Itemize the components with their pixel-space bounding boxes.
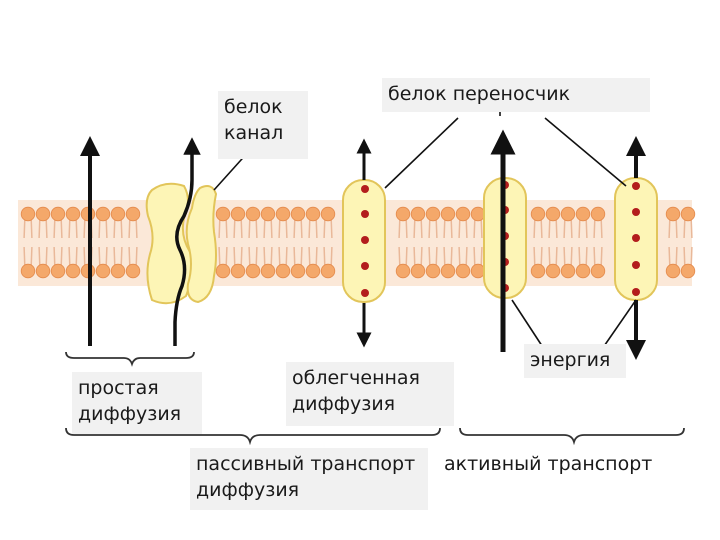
lipid-head xyxy=(545,263,561,279)
lipid-head xyxy=(125,206,141,222)
lipid-head xyxy=(455,206,471,222)
lipid-head xyxy=(665,206,681,222)
carrier-protein-label: белок переносчик xyxy=(382,78,650,112)
molecules xyxy=(361,181,640,297)
lipid-head xyxy=(230,263,246,279)
lipid-head xyxy=(560,206,576,222)
lipid-head xyxy=(395,206,411,222)
simple-diffusion-label: простая диффузия xyxy=(72,372,202,434)
passive-transport-label: пассивный транспорт диффузия xyxy=(190,448,428,510)
lipid-head xyxy=(560,263,576,279)
lipid-head xyxy=(305,263,321,279)
pointer-lines xyxy=(213,106,637,353)
lipid-head xyxy=(575,263,591,279)
energy-label: энергия xyxy=(524,344,626,378)
lipid-head xyxy=(440,263,456,279)
lipid-head xyxy=(530,206,546,222)
lipid-head xyxy=(260,206,276,222)
lipid-head xyxy=(290,263,306,279)
lipid-head xyxy=(245,206,261,222)
channel-protein-left-half xyxy=(145,182,194,305)
channel-protein-right-half xyxy=(185,185,218,304)
lipid-head xyxy=(50,263,66,279)
lipid-head xyxy=(545,206,561,222)
braces xyxy=(65,351,685,446)
lipid-head xyxy=(395,263,411,279)
lipid-head xyxy=(665,263,681,279)
lipid-head xyxy=(680,263,696,279)
lipid-head xyxy=(305,206,321,222)
brace-passive-transport xyxy=(65,427,441,446)
lipid-head xyxy=(50,206,66,222)
brace-simple-diffusion xyxy=(65,351,195,367)
lipid-head xyxy=(275,263,291,279)
lipid-head xyxy=(245,263,261,279)
lipid-head xyxy=(230,206,246,222)
lipid-head xyxy=(680,206,696,222)
lipid-head xyxy=(215,206,231,222)
lipid-head xyxy=(320,263,336,279)
lipid-head xyxy=(455,263,471,279)
lipid-head xyxy=(320,206,336,222)
lipid-head xyxy=(65,263,81,279)
brace-active-transport xyxy=(459,427,685,446)
lipid-head xyxy=(275,206,291,222)
lipid-head xyxy=(470,263,486,279)
lipid-head xyxy=(290,206,306,222)
lipid-head xyxy=(110,206,126,222)
channel-path-arrow xyxy=(173,137,201,346)
lipid-head xyxy=(440,206,456,222)
lipid-head xyxy=(410,206,426,222)
channel-protein xyxy=(145,182,218,305)
lipid-head xyxy=(425,263,441,279)
lipid-head xyxy=(65,206,81,222)
lipid-head xyxy=(215,263,231,279)
lipid-head xyxy=(260,263,276,279)
lipid-head xyxy=(590,263,606,279)
lipid-head xyxy=(35,263,51,279)
lipid-head xyxy=(95,206,111,222)
facilitated-diffusion-label: облегченная диффузия xyxy=(286,362,454,426)
lipid-head xyxy=(530,263,546,279)
lipid-head xyxy=(110,263,126,279)
lipid-head xyxy=(35,206,51,222)
lipid-head xyxy=(410,263,426,279)
lipid-head xyxy=(590,206,606,222)
lipid-head xyxy=(470,206,486,222)
lipid-head xyxy=(575,206,591,222)
channel-protein-label: белок канал xyxy=(218,91,308,159)
lipid-head xyxy=(425,206,441,222)
lipid-head xyxy=(20,206,36,222)
lipid-head xyxy=(95,263,111,279)
lipid-heads xyxy=(20,206,696,279)
lipid-head xyxy=(20,263,36,279)
active-transport-label: активный транспорт xyxy=(438,448,670,482)
lipid-head xyxy=(125,263,141,279)
